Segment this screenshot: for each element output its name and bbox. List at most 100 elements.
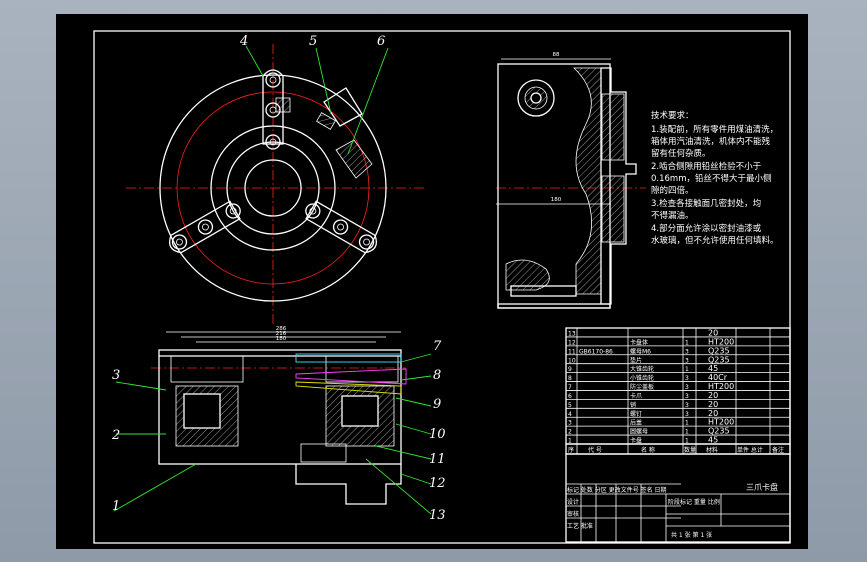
dim-mid-width: 180 xyxy=(551,197,562,203)
dim-top-width: 88 xyxy=(553,52,560,58)
parts-cell-material: 20 xyxy=(708,409,718,418)
title-block: 标记 处数 分区 更改文件号 签名 日期 设计 审核 工艺 批准 阶段标记 重量… xyxy=(565,453,791,543)
parts-cell-name: 小锥齿轮 xyxy=(630,374,654,382)
notes-line: 隙的四倍。 xyxy=(651,185,694,196)
dim-c: 286 xyxy=(276,326,287,332)
parts-cell-no: 12 xyxy=(568,339,576,346)
parts-cell-no: 11 xyxy=(568,348,576,355)
hdr-no: 序 xyxy=(568,446,574,454)
balloon-6: 6 xyxy=(377,34,385,49)
parts-cell-material: 20 xyxy=(708,400,718,409)
dim-a: 180 xyxy=(276,336,287,342)
parts-cell-no: 1 xyxy=(568,438,572,445)
parts-cell-qty: 3 xyxy=(685,357,689,364)
parts-cell-no: 10 xyxy=(568,357,576,364)
hdr-mass: 单件 总计 xyxy=(737,446,763,454)
parts-cell-name: 大锥齿轮 xyxy=(630,365,654,373)
notes-line: 箱体用汽油清洗，机体内不能残 xyxy=(651,136,771,147)
parts-cell-material: Q235 xyxy=(708,427,730,436)
stage-label: 阶段标记 重量 比例 xyxy=(668,498,720,506)
notes-line: 留有任何杂质。 xyxy=(651,148,711,159)
hdr-remark: 备注 xyxy=(772,446,784,454)
balloon-2: 2 xyxy=(111,428,120,443)
parts-cell-name: 卡盘 xyxy=(630,437,642,445)
parts-cell-no: 3 xyxy=(568,420,572,427)
dim-b: 216 xyxy=(276,331,287,337)
parts-cell-qty: 3 xyxy=(685,411,689,418)
parts-cell-name: 螺母M6 xyxy=(630,347,651,355)
balloon-9: 9 xyxy=(433,397,441,412)
parts-cell-material: HT200 xyxy=(708,382,734,391)
parts-cell-material: HT200 xyxy=(708,418,734,427)
parts-cell-code: GB6170-86 xyxy=(579,348,613,355)
parts-cell-qty: 1 xyxy=(685,438,689,445)
cad-drawing: 88 180 286 216 180 xyxy=(93,30,791,544)
parts-cell-qty: 1 xyxy=(685,420,689,427)
parts-cell-name: 螺钉 xyxy=(630,410,642,418)
title-row: 审核 xyxy=(567,510,579,518)
notes-line: 4.部分面允许涂以密封油漆或 xyxy=(651,223,762,234)
parts-cell-name: 圆螺母 xyxy=(630,428,648,436)
hdr-material: 材料 xyxy=(706,446,718,454)
jaw-left xyxy=(168,200,241,254)
parts-cell-qty: 3 xyxy=(685,393,689,400)
jaw-right xyxy=(305,200,378,254)
parts-cell-no: 4 xyxy=(568,411,572,418)
notes-title: 技术要求： xyxy=(651,110,694,121)
parts-cell-no: 5 xyxy=(568,402,572,409)
notes-line: 不得漏油。 xyxy=(651,210,694,221)
parts-cell-no: 13 xyxy=(568,331,576,338)
parts-cell-qty: 1 xyxy=(685,366,689,373)
parts-cell-name: 垫片 xyxy=(630,356,642,364)
balloon-3: 3 xyxy=(112,368,120,383)
parts-cell-qty: 3 xyxy=(685,384,689,391)
section-detail xyxy=(316,87,373,179)
balloon-7: 7 xyxy=(433,339,442,354)
hdr-qty: 数量 xyxy=(684,446,696,454)
parts-cell-material: 20 xyxy=(708,391,718,400)
hdr-name: 名 称 xyxy=(641,446,655,454)
notes-line: 1.装配前，所有零件用煤油清洗， xyxy=(651,124,778,135)
parts-cell-material: 45 xyxy=(708,364,718,373)
chuck-section-view: 286 216 180 xyxy=(151,326,407,505)
balloon-8: 8 xyxy=(433,368,441,383)
parts-cell-name: 销 xyxy=(630,401,636,409)
drawing-sheet: 88 180 286 216 180 xyxy=(56,14,808,549)
chuck-side-view: 88 180 xyxy=(496,52,646,309)
parts-cell-material: Q235 xyxy=(708,346,730,355)
parts-cell-name: 卡盘体 xyxy=(630,338,648,346)
balloon-11: 11 xyxy=(429,452,446,467)
parts-cell-material: Q235 xyxy=(708,355,730,364)
parts-cell-material: HT200 xyxy=(708,337,734,346)
drawing-title: 三爪卡盘 xyxy=(746,482,778,492)
title-row: 标记 处数 分区 更改文件号 签名 日期 xyxy=(567,486,667,494)
parts-cell-material: 40Cr xyxy=(708,373,728,382)
balloon-1: 1 xyxy=(112,499,120,514)
balloon-13: 13 xyxy=(429,508,446,523)
balloon-4: 4 xyxy=(239,34,248,49)
jaw-top xyxy=(262,69,291,150)
parts-cell-qty: 3 xyxy=(685,402,689,409)
parts-cell-no: 7 xyxy=(568,384,572,391)
parts-cell-name: 防尘盖板 xyxy=(630,383,654,391)
balloon-12: 12 xyxy=(429,476,446,491)
technical-notes: 技术要求： 1.装配前，所有零件用煤油清洗， 箱体用汽油清洗，机体内不能残 留有… xyxy=(651,110,779,246)
leader-lines xyxy=(113,45,432,515)
parts-cell-no: 6 xyxy=(568,393,572,400)
title-row: 工艺 批准 xyxy=(567,522,593,530)
parts-cell-qty: 1 xyxy=(685,429,689,436)
hdr-code: 代 号 xyxy=(588,446,602,454)
balloon-10: 10 xyxy=(429,427,446,442)
parts-cell-material: 20 xyxy=(708,329,718,338)
drawing-border xyxy=(93,30,791,544)
parts-cell-qty: 3 xyxy=(685,348,689,355)
parts-cell-qty: 1 xyxy=(685,339,689,346)
notes-line: 0.16mm，铅丝不得大于最小侧 xyxy=(651,173,772,184)
chuck-front-view xyxy=(126,44,426,324)
parts-cell-name: 卡爪 xyxy=(630,392,642,400)
parts-cell-no: 9 xyxy=(568,366,572,373)
notes-line: 2.啮合侧隙用铅丝检验不小于 xyxy=(651,161,762,172)
title-row: 设计 xyxy=(567,498,579,506)
parts-cell-material: 45 xyxy=(708,436,718,445)
